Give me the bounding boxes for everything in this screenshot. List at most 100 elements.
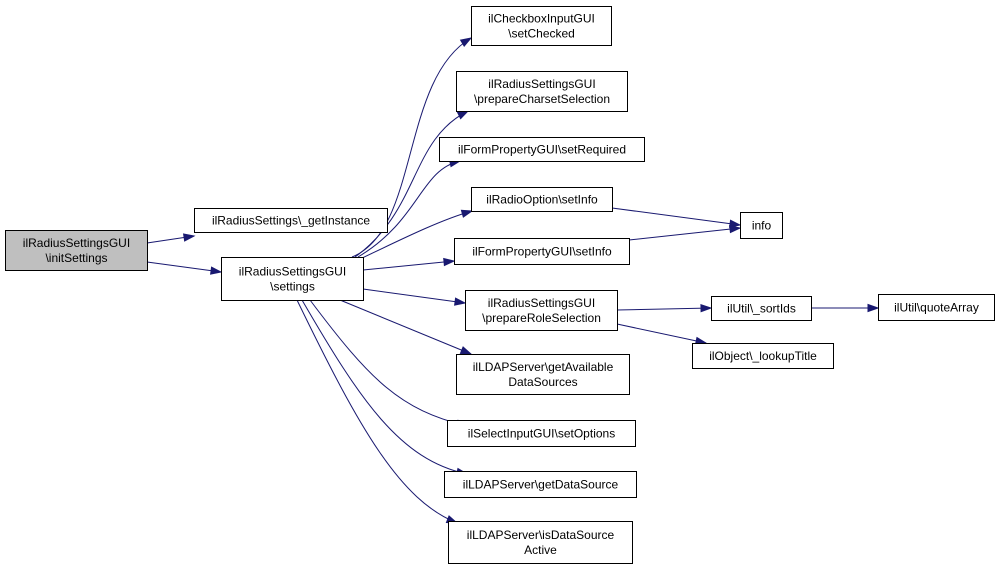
edge-line [616, 323, 707, 344]
node-label-line: \prepareRoleSelection [482, 311, 601, 325]
node-label-line: ilRadiusSettingsGUI [23, 236, 130, 250]
edge-line [296, 299, 458, 524]
node-box [878, 294, 995, 321]
edge-settings-to-is-data-source-active [296, 299, 459, 524]
node-box [471, 187, 613, 212]
node-box [454, 238, 630, 265]
node-label-line: ilRadiusSettingsGUI [488, 296, 595, 310]
node-prepare-charset-selection[interactable]: ilRadiusSettingsGUI\prepareCharsetSelect… [456, 71, 628, 112]
edge-line [357, 160, 461, 258]
node-label-line: ilFormPropertyGUI\setRequired [458, 143, 626, 157]
node-label-line: ilUtil\_sortIds [727, 302, 796, 316]
edge-line [301, 299, 468, 475]
node-get-data-source[interactable]: ilLDAPServer\getDataSource [444, 471, 637, 498]
arrowhead-icon [867, 303, 880, 313]
node-label-line: ilRadiusSettings\_getInstance [212, 214, 370, 228]
node-box [444, 471, 637, 498]
node-box [5, 230, 148, 271]
edge-settings-to-set-options [309, 299, 469, 428]
arrowhead-icon [459, 346, 473, 355]
node-lookup-title[interactable]: ilObject\_lookupTitle [692, 343, 834, 369]
node-sort-ids[interactable]: ilUtil\_sortIds [711, 296, 812, 321]
node-label-line: ilRadioOption\setInfo [486, 193, 598, 207]
node-label-line: ilLDAPServer\isDataSource [467, 528, 615, 542]
node-label-line: \prepareCharsetSelection [474, 92, 610, 106]
edge-init-settings-to-settings [146, 261, 223, 275]
node-label-line: Active [524, 543, 557, 557]
edge-sort-ids-to-quote-array [811, 303, 880, 313]
node-label-line: ilCheckboxInputGUI [488, 12, 595, 26]
arrowhead-icon [700, 304, 713, 313]
arrowhead-icon [182, 233, 196, 242]
node-label-line: ilFormPropertyGUI\setInfo [472, 245, 612, 259]
node-box [456, 71, 628, 112]
arrowhead-icon [454, 297, 467, 306]
node-get-instance[interactable]: ilRadiusSettings\_getInstance [194, 208, 388, 233]
node-box [439, 137, 645, 162]
node-prepare-role-selection[interactable]: ilRadiusSettingsGUI\prepareRoleSelection [465, 290, 618, 331]
arrowhead-icon [210, 266, 223, 275]
edge-line [362, 288, 466, 304]
node-box [448, 521, 633, 564]
node-box [456, 354, 630, 395]
node-set-checked[interactable]: ilCheckboxInputGUI\setChecked [471, 6, 612, 46]
edge-settings-to-get-available-data-sources [339, 299, 473, 355]
edge-prepare-role-selection-to-sort-ids [616, 304, 713, 313]
node-label-line: ilSelectInputGUI\setOptions [468, 427, 615, 441]
edge-settings-to-get-data-source [301, 299, 469, 476]
node-box [471, 6, 612, 46]
node-label-line: ilLDAPServer\getDataSource [463, 478, 619, 492]
edge-line [362, 260, 455, 271]
edge-settings-to-form-set-info [362, 257, 456, 271]
arrowhead-icon [460, 209, 474, 218]
node-quote-array[interactable]: ilUtil\quoteArray [878, 294, 995, 321]
edge-line [309, 299, 468, 427]
node-box [692, 343, 834, 369]
node-box [447, 420, 636, 447]
edge-line [146, 261, 222, 273]
edge-line [339, 299, 472, 355]
edges-layer [146, 37, 880, 524]
node-set-required[interactable]: ilFormPropertyGUI\setRequired [439, 137, 645, 162]
edge-radio-set-info-to-info [611, 207, 742, 228]
node-label-line: ilRadiusSettingsGUI [239, 265, 346, 279]
edge-prepare-role-selection-to-lookup-title [616, 323, 708, 345]
edge-settings-to-prepare-role-selection [362, 288, 467, 306]
edge-line [357, 210, 473, 261]
edge-line [354, 110, 469, 258]
edge-settings-to-radio-set-info [357, 209, 474, 261]
arrowhead-icon [459, 37, 473, 47]
node-box [711, 296, 812, 321]
edge-line [628, 227, 741, 241]
node-box [740, 212, 783, 239]
edge-line [616, 307, 712, 311]
node-box [194, 208, 388, 233]
node-label-line: ilLDAPServer\getAvailable [473, 360, 614, 374]
node-label-line: ilUtil\quoteArray [894, 301, 979, 315]
node-settings[interactable]: ilRadiusSettingsGUI\settings [221, 257, 364, 301]
arrowhead-icon [729, 224, 742, 234]
node-box [221, 257, 364, 301]
node-label-line: \initSettings [45, 251, 107, 265]
edge-form-set-info-to-info [628, 224, 742, 241]
node-label-line: ilObject\_lookupTitle [709, 349, 817, 363]
arrowhead-icon [729, 219, 742, 228]
edge-line [611, 207, 741, 226]
node-label-line: info [752, 219, 772, 233]
arrowhead-icon [443, 257, 456, 267]
node-radio-set-info[interactable]: ilRadioOption\setInfo [471, 187, 613, 212]
node-set-options[interactable]: ilSelectInputGUI\setOptions [447, 420, 636, 447]
node-form-set-info[interactable]: ilFormPropertyGUI\setInfo [454, 238, 630, 265]
node-init-settings[interactable]: ilRadiusSettingsGUI\initSettings [5, 230, 148, 271]
node-label-line: DataSources [508, 375, 577, 389]
node-label-line: ilRadiusSettingsGUI [488, 77, 595, 91]
node-label-line: \settings [270, 280, 315, 294]
nodes-layer: ilRadiusSettingsGUI\initSettingsilRadius… [5, 6, 995, 564]
node-label-line: \setChecked [508, 27, 575, 41]
edge-init-settings-to-get-instance [146, 233, 196, 244]
node-info[interactable]: info [740, 212, 783, 239]
arrowhead-icon [456, 110, 470, 120]
